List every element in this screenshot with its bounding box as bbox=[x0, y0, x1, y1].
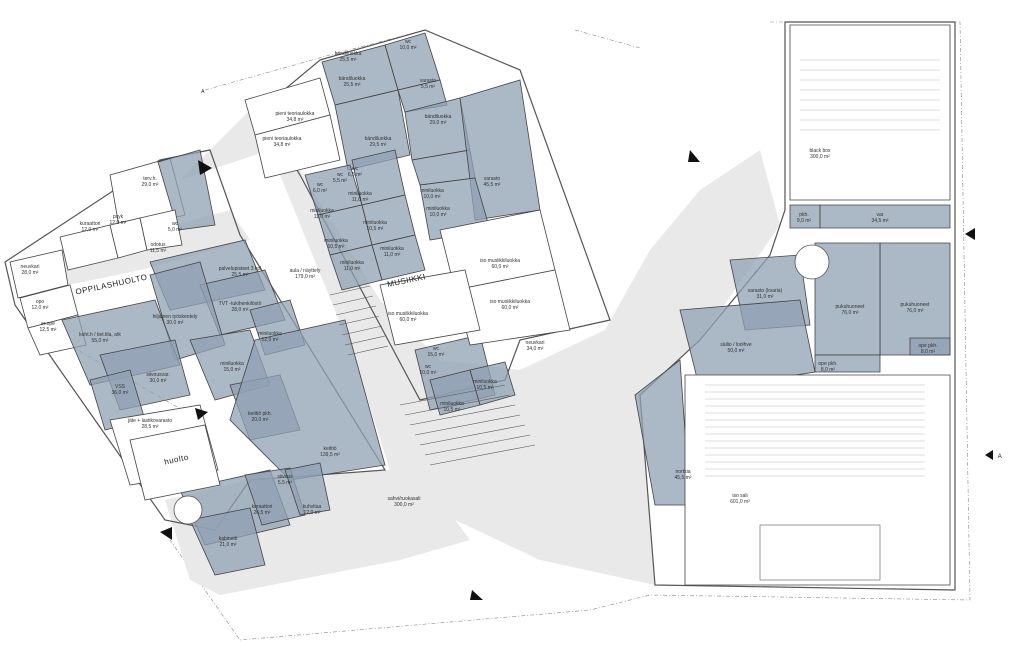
room-label-ope_pkh1: ope pkh.8,0 m² bbox=[818, 361, 837, 373]
room-label-varasto_kvaria: varasto (kvaria)31,0 m² bbox=[748, 288, 783, 300]
spiral-stair-left bbox=[173, 495, 203, 525]
entrance-arrow-5 bbox=[160, 527, 172, 540]
entrance-arrow-6 bbox=[470, 590, 483, 600]
huolto-area bbox=[129, 424, 221, 501]
stairs-left bbox=[329, 285, 389, 356]
entrance-arrow-3 bbox=[965, 228, 975, 240]
room-label-keittio_pkh: keittiö pkh.20,0 m² bbox=[248, 411, 272, 423]
room-label-ope_pkh2: ope pkh.8,0 m² bbox=[918, 343, 937, 355]
stage bbox=[759, 524, 881, 581]
room-label-siivous: siivousvar.30,0 m² bbox=[146, 372, 169, 384]
entrance-arrow-4 bbox=[195, 408, 208, 420]
room-label-terv: terv.h.29,0 m² bbox=[142, 176, 159, 188]
black-box bbox=[789, 24, 951, 201]
right-blue-rooms bbox=[634, 204, 951, 506]
entrance-arrow-2 bbox=[688, 150, 700, 162]
iso-sali bbox=[684, 374, 951, 586]
black-box-rows bbox=[800, 59, 940, 131]
iso-sali-seating bbox=[705, 384, 925, 477]
stairs-center bbox=[399, 384, 536, 466]
left-blue-rooms bbox=[61, 239, 386, 576]
room-label-pkh: pkh.9,0 m² bbox=[797, 212, 812, 224]
section-arrow-a-right bbox=[985, 450, 993, 460]
spiral-stair-right bbox=[794, 244, 830, 280]
section-a-label-left: A bbox=[201, 89, 205, 95]
section-a-label: A bbox=[998, 454, 1003, 460]
entrance-arrow-1 bbox=[198, 160, 212, 175]
music-white-rooms bbox=[244, 77, 571, 346]
